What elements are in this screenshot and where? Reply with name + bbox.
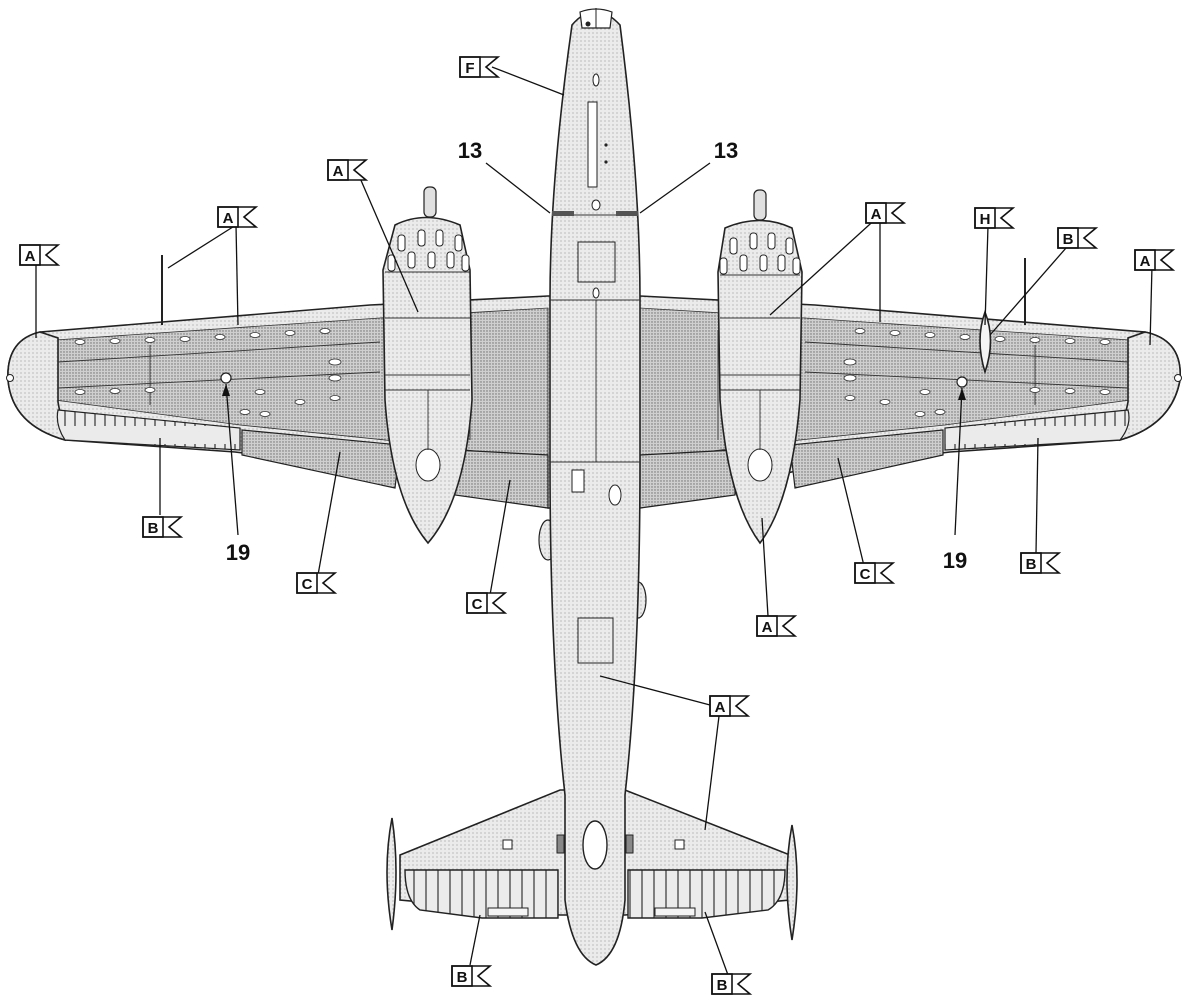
tag-f-nose: F <box>459 56 501 78</box>
tag-label: A <box>25 248 36 265</box>
fuselage <box>538 8 647 966</box>
tag-label: B <box>1063 231 1074 248</box>
tag-label: B <box>1026 556 1037 573</box>
tag-a-left-nacelle: A <box>327 159 369 181</box>
tag-label: A <box>333 163 344 180</box>
tag-b-left-elevator: B <box>451 965 493 987</box>
tag-b-right-elevator: B <box>711 973 753 995</box>
tag-label: F <box>465 60 474 77</box>
tag-a-left-wing: A <box>217 206 259 228</box>
paint-tags: A A A F A H B <box>19 56 1176 995</box>
tag-label: A <box>871 206 882 223</box>
tag-h-antenna: H <box>974 207 1016 229</box>
tag-a-right-nacelle: A <box>756 615 798 637</box>
tag-label: A <box>1140 253 1151 270</box>
tag-label: C <box>472 596 483 613</box>
tag-a-right-wingtip: A <box>1134 249 1176 271</box>
tag-label: A <box>715 699 726 716</box>
tag-label: H <box>980 211 991 228</box>
tag-label: A <box>223 210 234 227</box>
tag-b-right-aileron: B <box>1020 552 1062 574</box>
tag-label: B <box>457 969 468 986</box>
tag-a-fuselage-tail: A <box>709 695 751 717</box>
tag-label: C <box>860 566 871 583</box>
tag-a-left-wingtip: A <box>19 244 61 266</box>
engine-nacelle-right <box>717 189 803 545</box>
tag-label: A <box>762 619 773 636</box>
callout-13-right: 13 <box>714 138 738 163</box>
callout-13-left: 13 <box>458 138 482 163</box>
callout-19-right: 19 <box>943 548 967 573</box>
tag-label: B <box>148 520 159 537</box>
tag-c-right-flap: C <box>854 562 896 584</box>
number-callouts: 13 13 19 19 <box>226 138 967 573</box>
tag-c-left-flap: C <box>296 572 338 594</box>
leader-lines <box>35 66 1153 976</box>
tag-c-inner-flap: C <box>466 592 508 614</box>
tag-b-right-fin: B <box>1057 227 1099 249</box>
callout-19-left: 19 <box>226 540 250 565</box>
tag-a-right-wing: A <box>865 202 907 224</box>
engine-nacelle-left <box>382 186 473 545</box>
tag-label: C <box>302 576 313 593</box>
tag-label: B <box>717 977 728 994</box>
tag-b-left-aileron: B <box>142 516 184 538</box>
